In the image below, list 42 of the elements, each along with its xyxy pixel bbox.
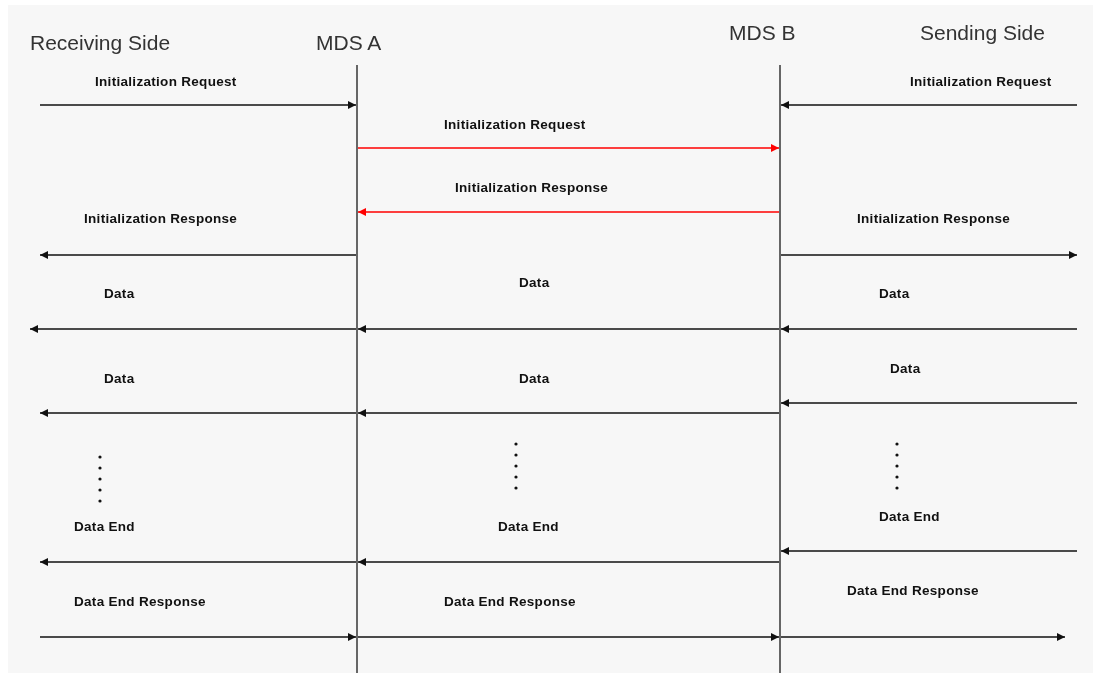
column-heading: Sending Side (920, 21, 1045, 45)
edge-label: Initialization Request (95, 74, 237, 90)
edge-label: Data (104, 286, 135, 302)
arrow (357, 409, 780, 417)
lifeline (779, 65, 781, 673)
arrow (780, 101, 1078, 109)
edge-label: Initialization Response (857, 211, 1011, 227)
edge-label: Data (519, 275, 550, 291)
arrow (357, 208, 780, 216)
edge-label: Data (519, 371, 550, 387)
arrow (357, 558, 780, 566)
arrow (780, 325, 1078, 333)
arrow (780, 547, 1078, 555)
arrow (39, 558, 357, 566)
arrow (357, 144, 780, 152)
column-heading: MDS B (729, 21, 796, 45)
arrow (29, 325, 357, 333)
edge-label: Data End (74, 519, 135, 535)
edge-label: Initialization Request (444, 117, 586, 133)
arrow (357, 325, 780, 333)
column-heading: Receiving Side (30, 31, 171, 55)
edge-label: Data End Response (444, 594, 576, 610)
edge-label: Data End (879, 509, 940, 525)
edge-label: Data (104, 371, 135, 387)
edge-label: Initialization Response (455, 180, 609, 196)
lifeline (356, 65, 358, 673)
edge-label: Data End (498, 519, 559, 535)
arrow (39, 633, 357, 641)
edge-label: Initialization Response (84, 211, 238, 227)
column-heading: MDS A (316, 31, 382, 55)
edge-label: Data End Response (847, 583, 979, 599)
edge-label: Data End Response (74, 594, 206, 610)
edge-label: Data (879, 286, 910, 302)
arrow (39, 251, 357, 259)
arrow (780, 251, 1078, 259)
arrow (780, 633, 1066, 641)
arrow (357, 633, 780, 641)
edge-label: Initialization Request (910, 74, 1052, 90)
arrow (780, 399, 1078, 407)
edge-label: Data (890, 361, 921, 377)
arrow (39, 101, 357, 109)
arrow (39, 409, 357, 417)
